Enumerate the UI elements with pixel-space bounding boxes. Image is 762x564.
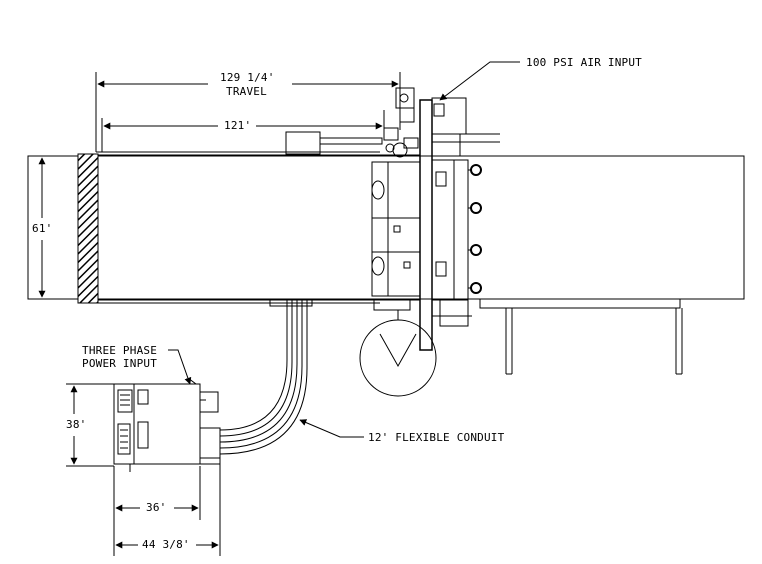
hatched-end-roller: [77, 153, 99, 304]
air-input-callout: 100 PSI AIR INPUT: [526, 56, 642, 69]
power-input-line2: POWER INPUT: [82, 357, 158, 370]
air-input-leader: [439, 61, 520, 101]
cabinet-width-dimension: [113, 466, 201, 556]
cabinet-height-dimension: [66, 383, 114, 467]
drive-block: [431, 159, 478, 327]
electrical-cabinet: [113, 377, 220, 472]
travel-text-label: TRAVEL: [226, 85, 267, 98]
travel-dimension: [95, 72, 401, 152]
top-mount-box: [270, 131, 383, 155]
flexible-conduit: [199, 299, 313, 459]
power-input-line1: THREE PHASE: [82, 344, 158, 357]
air-valve-cluster: [383, 87, 500, 158]
conduit-leader: [299, 419, 364, 438]
travel-value-label: 129 1/4': [220, 71, 275, 84]
power-input-leader: [168, 349, 192, 385]
inner-dimension: [101, 110, 385, 152]
cabinet-width-label: 36': [146, 501, 167, 514]
side-rollers: [470, 164, 482, 294]
conduit-callout: 12' FLEXIBLE CONDUIT: [368, 431, 505, 444]
cabinet-overall-label: 44 3/8': [142, 538, 190, 551]
width-61-label: 61': [32, 222, 53, 235]
gantry-plate: [419, 99, 433, 351]
cabinet-overall-dimension: [115, 458, 221, 556]
cabinet-height-label: 38': [66, 418, 87, 431]
conveyor-bed: [27, 151, 745, 304]
saw-blade: [359, 309, 437, 397]
outfeed-table: [479, 298, 683, 375]
carriage-assembly: [371, 161, 421, 311]
inner-travel-label: 121': [224, 119, 252, 132]
